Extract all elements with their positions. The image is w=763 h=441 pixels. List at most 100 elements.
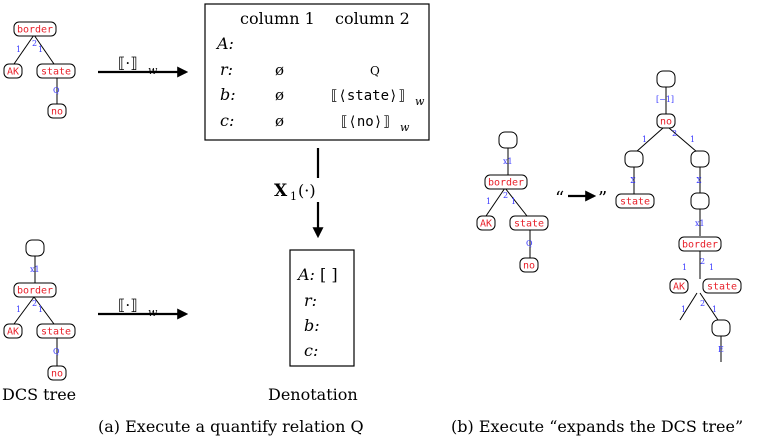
no-node-2-label: no: [51, 369, 63, 380]
close-quote: ”: [598, 188, 607, 209]
edge-label-1d: 1: [38, 305, 43, 314]
border-node-b2-label: border: [682, 240, 718, 251]
edge-label-2-b2c: 2: [700, 299, 705, 308]
edge-label-q: Q: [53, 86, 60, 95]
col2-header: column 2: [335, 9, 410, 28]
empty-node-leaf: [711, 319, 731, 337]
tree-b2: [−1] 1 2 1 Σ Σ x1 1 2 1 1 2 1 E no state…: [615, 70, 742, 362]
edge-label-2: 2: [32, 39, 37, 48]
caption-a: (a) Execute a quantify relation Q: [98, 417, 364, 436]
row-r-col1: ø: [275, 61, 284, 79]
result-a-label: A:: [296, 265, 315, 284]
col1-header: column 1: [240, 9, 315, 28]
result-c-label: c:: [304, 341, 318, 360]
tree-b1: x1 1 2 1 Q border AK state no: [476, 131, 549, 273]
border-node-2: [13, 282, 57, 298]
empty-node-left: [624, 150, 644, 168]
dcs-tree-caption: DCS tree: [2, 385, 76, 404]
open-quote: “: [555, 188, 564, 209]
denotation-caption: Denotation: [268, 385, 358, 404]
denotation-table: column 1 column 2 A: r: ø Q b: ø ⟦⟨state…: [204, 3, 430, 141]
no-node-2: [47, 365, 67, 381]
empty-node-root: [656, 70, 676, 88]
empty-node-mid: [690, 192, 710, 210]
row-b-col1: ø: [275, 86, 284, 104]
tree-a1: 1 2 1 Q border AK state no: [3, 21, 76, 119]
edge-label-2-b2: 2: [672, 129, 677, 138]
row-c-col1: ø: [275, 112, 284, 130]
state-node: [36, 63, 76, 79]
edge-label-1-b1b: 1: [511, 197, 516, 206]
edge-label-1-b2d: 1: [709, 263, 714, 272]
state-node-b1-label: state: [514, 219, 544, 230]
result-r-label: r:: [304, 291, 317, 310]
semantics-subscript-2: w: [148, 306, 158, 319]
empty-node: [25, 239, 45, 257]
state-node-b1: [509, 215, 549, 231]
edge-label-minus1: [−1]: [656, 95, 674, 104]
semantics-arrow-bottom: ⟦·⟧ w: [98, 296, 189, 320]
edge-label-e: E: [718, 345, 724, 354]
state-node-b2a-label: state: [620, 197, 650, 208]
row-r-label: r:: [220, 60, 233, 79]
no-node-b2: [656, 113, 676, 129]
edge-label-sigma-a: Σ: [630, 176, 636, 185]
no-node-b1: [519, 257, 539, 273]
semantics-label: ⟦·⟧: [118, 54, 138, 72]
row-a-label: A:: [215, 34, 234, 53]
state-node-b2a: [615, 193, 655, 209]
edge-label-1-b1a: 1: [486, 197, 491, 206]
state-node-b2b: [702, 278, 742, 294]
semantics-arrow-top: ⟦·⟧ w: [98, 54, 189, 78]
expand-arrow: “ ”: [555, 188, 607, 209]
row-c-col2: ⟦⟨no⟩⟧: [340, 114, 391, 130]
edge-label-2b: 2: [32, 299, 37, 308]
row-c-label: c:: [220, 111, 234, 130]
ak-node-label: AK: [7, 67, 19, 78]
semantics-label-2: ⟦·⟧: [118, 296, 138, 314]
ak-node-b2-label: AK: [673, 282, 685, 293]
border-node-2-label: border: [17, 286, 53, 297]
edge-label-2-b1: 2: [503, 191, 508, 200]
border-node-b2: [678, 236, 722, 252]
row-r-col2: Q: [370, 64, 380, 78]
edge-label-1b: 1: [38, 45, 43, 54]
state-node-2-label: state: [41, 327, 71, 338]
edge-label-1: 1: [16, 45, 21, 54]
edge-label-x1: x1: [30, 265, 40, 274]
edge-label-1-b2f: 1: [712, 305, 717, 314]
edge-label-1-b2b: 1: [690, 135, 695, 144]
border-node-label: border: [17, 25, 53, 36]
row-b-label: b:: [220, 85, 236, 104]
ak-node-2: [3, 323, 23, 339]
edge-label-q2: Q: [53, 347, 60, 356]
ak-node-2-label: AK: [7, 327, 19, 338]
edge-label-x1-b1: x1: [503, 157, 513, 166]
ak-node: [3, 63, 23, 79]
empty-node-b1: [498, 131, 518, 149]
ak-node-b1: [476, 215, 496, 231]
edge-label-sigma-b: Σ: [696, 176, 702, 185]
execute-subscript: 1: [290, 190, 297, 203]
execute-label: X: [274, 181, 288, 201]
no-node: [47, 103, 67, 119]
edge-label-q-b1: Q: [526, 239, 533, 248]
state-node-b2b-label: state: [707, 282, 737, 293]
semantics-subscript: w: [148, 64, 158, 77]
border-node-b1-label: border: [488, 178, 524, 189]
no-node-label: no: [51, 107, 63, 118]
execute-arg: (·): [298, 181, 316, 200]
tree-a2: x1 1 2 1 Q border AK state no: [3, 239, 76, 381]
result-a-value: [ ]: [320, 265, 338, 284]
state-node-label: state: [41, 67, 71, 78]
edge-label-2-b2b: 2: [700, 257, 705, 266]
ak-node-b2: [669, 278, 689, 294]
ak-node-b1-label: AK: [480, 219, 492, 230]
edge-label-x1-b2: x1: [695, 219, 705, 228]
border-node: [13, 21, 57, 37]
row-b-col2: ⟦⟨state⟩⟧: [330, 88, 406, 104]
edge-label-1-b2c: 1: [682, 263, 687, 272]
edge-label-1-b2e: 1: [681, 305, 686, 314]
state-node-2: [36, 323, 76, 339]
